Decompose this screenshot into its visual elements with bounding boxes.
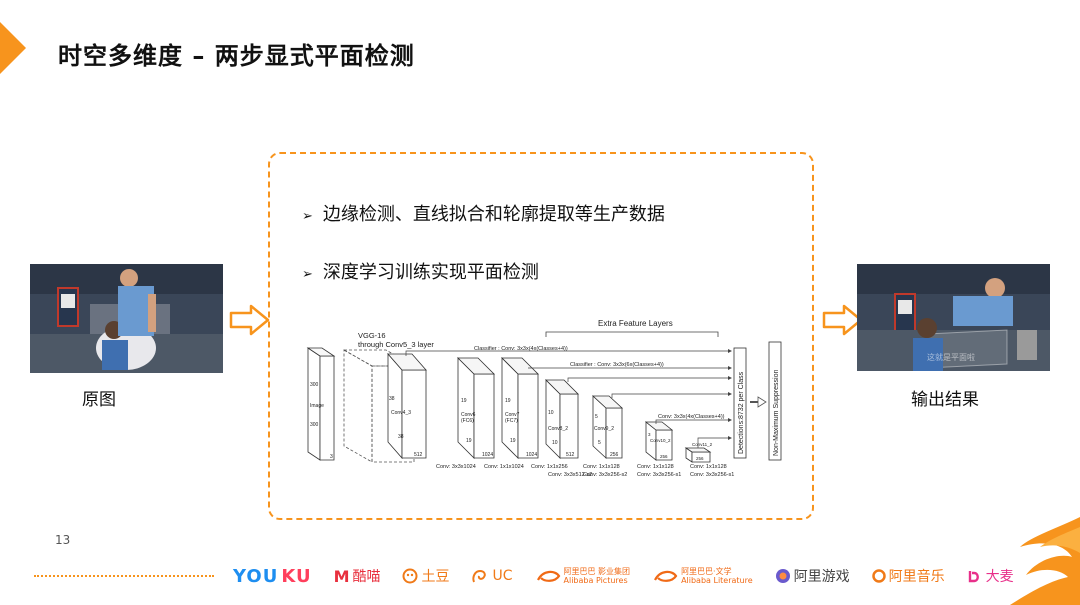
svg-text:10: 10 bbox=[548, 410, 554, 416]
svg-text:5: 5 bbox=[595, 414, 598, 420]
original-image bbox=[30, 264, 223, 373]
damai-icon bbox=[968, 571, 979, 583]
svg-text:Conv8_2: Conv8_2 bbox=[548, 426, 568, 432]
svg-text:Conv: 1x1x128: Conv: 1x1x128 bbox=[690, 464, 727, 470]
svg-text:512: 512 bbox=[566, 452, 575, 458]
ali-game-logo: 阿里游戏 bbox=[775, 566, 850, 586]
conv10-block: 3 Conv10_2 256 bbox=[644, 421, 674, 461]
slide-title: 时空多维度 – 两步显式平面检测 bbox=[58, 42, 415, 70]
bullet-arrow-icon: ➢ bbox=[302, 267, 313, 282]
extra-layers-bracket bbox=[545, 331, 719, 337]
arrow-right-icon bbox=[822, 304, 863, 336]
detections-label: Detections:8732 per Class bbox=[738, 371, 745, 454]
tudou-icon bbox=[402, 568, 418, 584]
conv6-block: 19 Conv6 (FC6) 19 1024 bbox=[457, 357, 495, 459]
svg-text:Conv: 1x1x128: Conv: 1x1x128 bbox=[637, 464, 674, 470]
corner-accent-triangle bbox=[0, 22, 26, 74]
svg-text:19: 19 bbox=[510, 438, 516, 444]
conv11-block: Conv11_2 256 bbox=[684, 442, 713, 463]
vgg-sublabel: through Conv5_3 layer bbox=[358, 340, 434, 349]
svg-text:256: 256 bbox=[696, 456, 704, 461]
svg-text:19: 19 bbox=[461, 398, 467, 404]
classifier-label: Classifier : Conv: 3x3x(6x(Classes+4)) bbox=[570, 362, 664, 368]
watermark-text: 这就是平面啦 bbox=[927, 353, 975, 362]
svg-text:Conv: 3x3x256-s2: Conv: 3x3x256-s2 bbox=[583, 472, 627, 478]
svg-text:(FC7): (FC7) bbox=[505, 418, 518, 424]
diagram-title: Extra Feature Layers bbox=[598, 319, 673, 328]
ali-music-logo: 阿里音乐 bbox=[871, 566, 945, 586]
svg-text:256: 256 bbox=[610, 452, 619, 458]
svg-text:Conv9_2: Conv9_2 bbox=[594, 426, 614, 432]
svg-text:3: 3 bbox=[648, 432, 651, 437]
network-architecture-diagram: Extra Feature Layers VGG-16 through Conv… bbox=[306, 319, 782, 478]
svg-text:Conv: 1x1x256: Conv: 1x1x256 bbox=[531, 464, 568, 470]
conv9-block: 5 Conv9_2 5 256 bbox=[591, 395, 624, 459]
svg-text:10: 10 bbox=[552, 440, 558, 446]
svg-text:Image: Image bbox=[310, 403, 324, 409]
page-number: 13 bbox=[55, 533, 71, 547]
svg-text:300: 300 bbox=[310, 422, 319, 428]
corner-decoration bbox=[1010, 517, 1080, 605]
svg-text:Conv: 3x3x1024: Conv: 3x3x1024 bbox=[436, 464, 476, 470]
content-box bbox=[268, 152, 814, 520]
input-image-block: 300 Image 300 3 bbox=[306, 347, 336, 461]
classifier-arrowheads bbox=[728, 349, 732, 440]
bullet-arrow-icon: ➢ bbox=[302, 209, 313, 224]
svg-text:Conv6: Conv6 bbox=[461, 412, 476, 418]
uc-logo: UC bbox=[471, 568, 513, 584]
conv7-block: 19 Conv7 (FC7) 19 1024 bbox=[501, 357, 539, 459]
tudou-logo: 土豆 bbox=[402, 566, 449, 586]
svg-text:Conv: 1x1x1024: Conv: 1x1x1024 bbox=[484, 464, 524, 470]
bullet-text: 边缘检测、直线拟合和轮廓提取等生产数据 bbox=[322, 204, 665, 225]
classifier-label: Conv: 3x3x(4x(Classes+4)) bbox=[658, 414, 725, 420]
svg-text:38: 38 bbox=[398, 434, 404, 440]
svg-text:Conv: 3x3x256-s1: Conv: 3x3x256-s1 bbox=[690, 472, 734, 478]
original-image-caption: 原图 bbox=[82, 390, 116, 410]
alibaba-icon bbox=[654, 570, 678, 582]
uc-squirrel-icon bbox=[472, 569, 487, 583]
svg-text:512: 512 bbox=[414, 452, 423, 458]
svg-text:19: 19 bbox=[505, 398, 511, 404]
svg-text:19: 19 bbox=[466, 438, 472, 444]
ali-music-icon bbox=[871, 569, 886, 583]
bullet-text: 深度学习训练实现平面检测 bbox=[322, 262, 539, 283]
svg-text:5: 5 bbox=[598, 440, 601, 446]
arrow-right-icon bbox=[229, 304, 270, 336]
output-image: 这就是平面啦 bbox=[857, 264, 1050, 371]
nms-label: Non-Maximum Suppression bbox=[773, 370, 780, 456]
svg-text:Conv: 3x3x512-s2: Conv: 3x3x512-s2 bbox=[548, 472, 592, 478]
svg-text:1024: 1024 bbox=[526, 452, 537, 458]
classifier-label: Classifier : Conv: 3x3x(4x(Classes+4)) bbox=[474, 346, 568, 352]
alibaba-icon bbox=[536, 570, 560, 582]
detections-box bbox=[733, 347, 747, 459]
bullet-item: ➢ 深度学习训练实现平面检测 bbox=[302, 258, 539, 284]
svg-text:Conv10_2: Conv10_2 bbox=[650, 438, 671, 443]
ali-game-icon bbox=[775, 569, 790, 583]
svg-text:Conv4_3: Conv4_3 bbox=[391, 410, 411, 416]
output-image-caption: 输出结果 bbox=[911, 390, 979, 410]
svg-text:Conv: 3x3x256-s1: Conv: 3x3x256-s1 bbox=[637, 472, 681, 478]
vgg-label: VGG-16 bbox=[358, 331, 386, 340]
svg-text:300: 300 bbox=[310, 382, 319, 388]
svg-text:256: 256 bbox=[660, 454, 668, 459]
svg-text:(FC6): (FC6) bbox=[461, 418, 474, 424]
svg-text:1024: 1024 bbox=[482, 452, 493, 458]
conv4-block: 38 Conv4_3 38 512 bbox=[387, 352, 427, 460]
damai-logo: 大麦 bbox=[967, 566, 1014, 586]
bullet-item: ➢ 边缘检测、直线拟合和轮廓提取等生产数据 bbox=[302, 200, 665, 226]
classifier-connections bbox=[405, 350, 728, 448]
svg-text:Conv7: Conv7 bbox=[505, 412, 520, 418]
svg-text:3: 3 bbox=[330, 454, 333, 460]
nms-box bbox=[768, 341, 782, 461]
svg-text:38: 38 bbox=[389, 396, 395, 402]
svg-text:Conv11_2: Conv11_2 bbox=[692, 442, 713, 447]
svg-text:Conv: 1x1x128: Conv: 1x1x128 bbox=[583, 464, 620, 470]
conv8-block: 10 Conv8_2 10 512 bbox=[545, 379, 579, 459]
footer-divider bbox=[34, 575, 214, 577]
